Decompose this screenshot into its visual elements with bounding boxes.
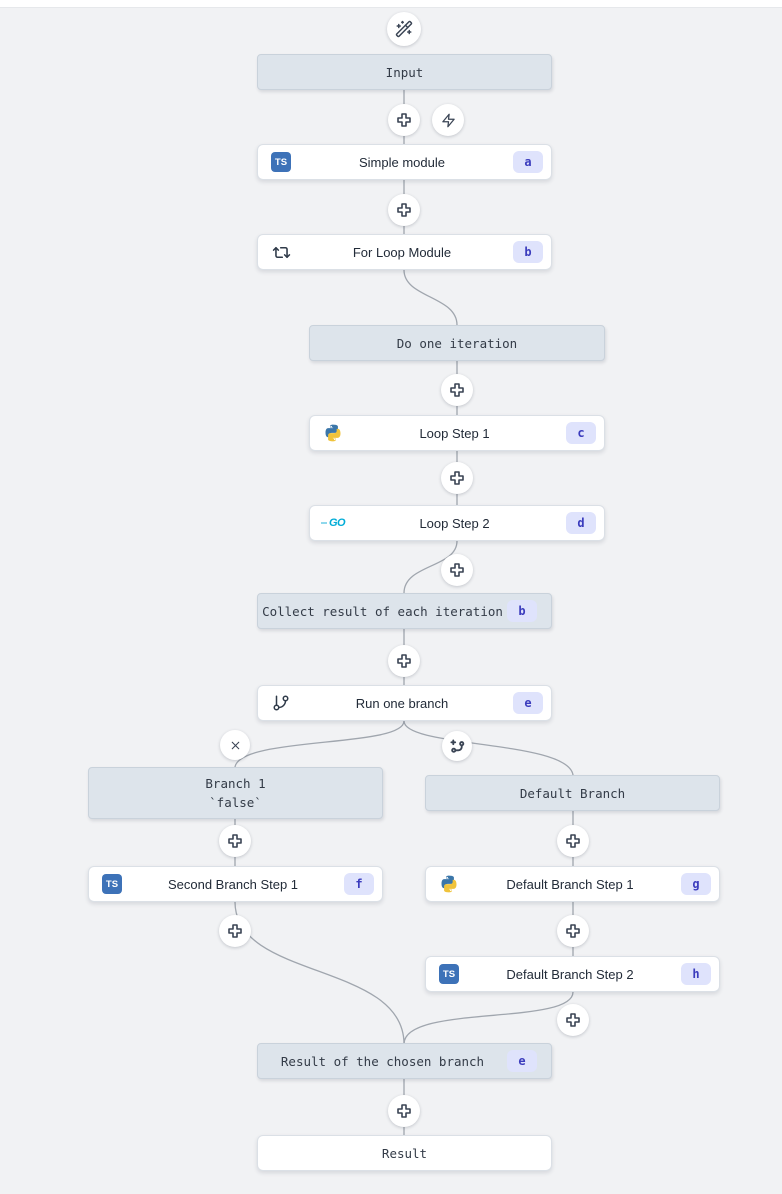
node-label: Result [381,1145,428,1161]
step-node-second-branch-step-1[interactable]: TS Second Branch Step 1 f [88,866,383,902]
step-node-loop-step-1[interactable]: Loop Step 1 c [309,415,605,451]
add-branch-button[interactable] [442,731,472,761]
plus-icon [228,834,242,848]
plus-icon [397,113,411,127]
plus-icon [228,924,242,938]
step-id-badge: h [681,963,711,985]
step-node-default-branch-step-2[interactable]: TS Default Branch Step 2 h [425,956,720,992]
loop-collect-result-node[interactable]: Collect result of each iteration b [257,593,552,629]
node-label: Collect result of each iteration [262,603,503,619]
wand-sparkles-icon [395,20,413,38]
add-step-button[interactable] [219,825,251,857]
step-node-loop-step-2[interactable]: GO Loop Step 2 d [309,505,605,541]
add-step-button[interactable] [441,374,473,406]
add-step-button[interactable] [441,462,473,494]
flow-input-node[interactable]: Input [257,54,552,90]
add-step-button[interactable] [388,645,420,677]
add-step-button[interactable] [388,1095,420,1127]
plus-icon [566,834,580,848]
node-label: Default Branch Step 2 [506,966,634,982]
python-icon [439,874,459,894]
node-label: Simple module [359,154,445,170]
step-node-for-loop[interactable]: For Loop Module b [257,234,552,270]
step-id-badge: e [513,692,543,714]
remove-branch-button[interactable] [220,730,250,760]
node-label: Second Branch Step 1 [167,876,299,892]
default-branch-header-node[interactable]: Default Branch [425,775,720,811]
toolbar-bottom-edge [0,0,782,8]
step-id-badge: c [566,422,596,444]
node-label: Do one iteration [396,335,518,351]
branch-1-header-node[interactable]: Branch 1 `false` [88,767,383,819]
add-trigger-button[interactable] [432,104,464,136]
node-label: Result of the chosen branch [280,1053,485,1069]
branch-result-node[interactable]: Result of the chosen branch e [257,1043,552,1079]
python-icon [323,423,343,443]
node-label: Input [385,64,424,80]
step-id-badge: f [344,873,374,895]
step-node-default-branch-step-1[interactable]: Default Branch Step 1 g [425,866,720,902]
zap-icon [441,113,455,127]
plus-icon [397,654,411,668]
add-step-button[interactable] [557,825,589,857]
node-label: For Loop Module [352,244,452,260]
node-label: Loop Step 1 [419,425,490,441]
step-node-simple-module[interactable]: TS Simple module a [257,144,552,180]
loop-iteration-start-node[interactable]: Do one iteration [309,325,605,361]
add-step-button[interactable] [557,1004,589,1036]
repeat-icon [271,242,291,262]
step-node-run-one-branch[interactable]: Run one branch e [257,685,552,721]
typescript-icon: TS [102,874,122,894]
node-label: Default Branch Step 1 [506,876,634,892]
node-label: Loop Step 2 [419,515,490,531]
plus-icon [450,471,464,485]
add-step-button[interactable] [388,194,420,226]
ai-flow-builder-button[interactable] [387,12,421,46]
plus-icon [450,563,464,577]
git-branch-icon [271,693,291,713]
flow-result-node[interactable]: Result [257,1135,552,1171]
add-step-button[interactable] [388,104,420,136]
plus-icon [397,1104,411,1118]
plus-icon [566,1013,580,1027]
branch-label: Branch 1 [205,776,266,791]
close-icon [231,741,239,749]
step-id-badge: b [507,600,537,622]
add-step-button[interactable] [441,554,473,586]
branch-plus-icon [449,738,464,753]
step-id-badge: e [507,1050,537,1072]
node-label: Run one branch [355,695,449,711]
golang-icon: GO [320,513,346,533]
plus-icon [397,203,411,217]
add-step-button[interactable] [557,915,589,947]
typescript-icon: TS [439,964,459,984]
plus-icon [450,383,464,397]
step-id-badge: d [566,512,596,534]
plus-icon [566,924,580,938]
step-id-badge: a [513,151,543,173]
add-step-button[interactable] [219,915,251,947]
step-id-badge: g [681,873,711,895]
branch-predicate: `false` [209,795,262,810]
step-id-badge: b [513,241,543,263]
typescript-icon: TS [271,152,291,172]
branch-label: Default Branch [519,785,626,801]
